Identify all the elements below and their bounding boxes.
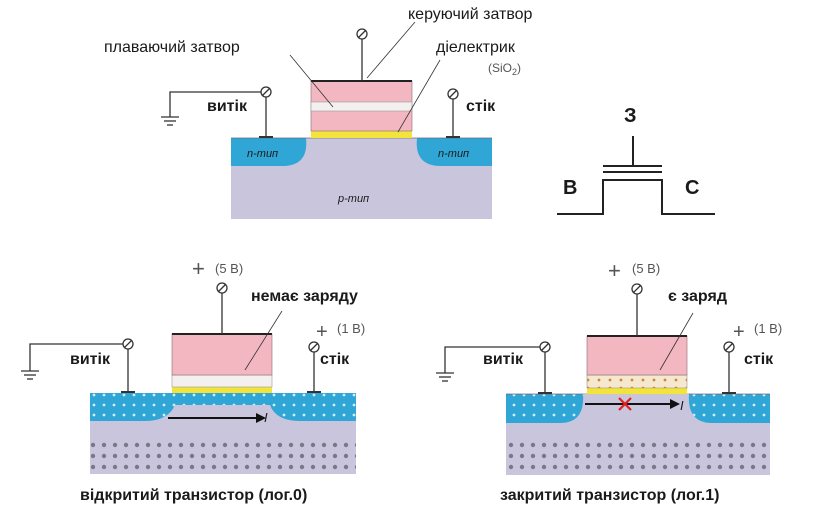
label-control-gate: керуючий затвор xyxy=(408,6,533,23)
gate-voltage-left: (5 В) xyxy=(215,261,243,276)
symbol-source-label: В xyxy=(563,177,577,199)
gate-voltage-right: (5 В) xyxy=(632,261,660,276)
current-label-right: I xyxy=(680,398,684,413)
open-transistor: I + (5 В) витік + (1 В) стік немає заряд… xyxy=(20,256,365,504)
gate-stack-left xyxy=(171,333,273,376)
transistor-symbol: З В С xyxy=(557,105,715,215)
charge-label-right: є заряд xyxy=(668,288,727,305)
current-label-left: I xyxy=(264,410,268,425)
label-floating-gate: плаваючий затвор xyxy=(104,39,240,56)
ground-left-icon xyxy=(20,370,40,380)
ground-right-icon xyxy=(435,372,455,382)
floating-gate xyxy=(310,101,413,112)
dielectric-left xyxy=(172,387,272,393)
label-n-right: n-тип xyxy=(438,148,469,160)
drain-terminal-icon xyxy=(447,88,459,100)
drain-terminal-left-icon xyxy=(308,341,320,353)
ground-icon xyxy=(160,116,180,126)
dielectric-layer xyxy=(311,131,412,138)
drain-terminal-right-icon xyxy=(723,341,735,353)
label-source-left: витік xyxy=(70,351,111,368)
drain-voltage-right: (1 В) xyxy=(754,321,782,336)
gate-terminal-right-icon xyxy=(631,283,643,295)
drain-plus-right: + xyxy=(733,321,745,343)
label-drain-left: стік xyxy=(320,351,350,368)
n-region-right xyxy=(416,138,492,166)
caption-left: відкритий транзистор (лог.0) xyxy=(80,487,307,504)
symbol-gate-label: З xyxy=(624,105,637,127)
label-drain: стік xyxy=(466,98,496,115)
closed-transistor: I + (5 В) витік + (1 В) стік є заряд зак… xyxy=(435,258,782,504)
top-transistor: керуючий затвор плаваючий затвор діелект… xyxy=(104,6,533,219)
label-dielectric-formula: (SiO2) xyxy=(488,61,521,77)
label-dielectric: діелектрик xyxy=(436,39,516,56)
label-n-left: n-тип xyxy=(247,148,278,160)
drain-plus-left: + xyxy=(316,321,328,343)
gate-plus-left: + xyxy=(192,256,205,281)
caption-right: закритий транзистор (лог.1) xyxy=(500,487,719,504)
n-region-left xyxy=(231,138,307,166)
drain-voltage-left: (1 В) xyxy=(337,321,365,336)
label-p-substrate: p-тип xyxy=(337,193,369,205)
gate-plus-right: + xyxy=(608,258,621,283)
source-terminal-right-icon xyxy=(539,341,551,353)
label-source: витік xyxy=(207,98,248,115)
charge-label-left: немає заряду xyxy=(251,288,358,305)
symbol-drain-label: С xyxy=(685,177,699,199)
source-terminal-icon xyxy=(260,86,272,98)
gate-terminal-left-icon xyxy=(216,282,228,294)
label-source-right: витік xyxy=(483,351,524,368)
label-drain-right: стік xyxy=(744,351,774,368)
gate-terminal-icon xyxy=(356,28,368,40)
blocked-x-icon xyxy=(618,397,632,411)
source-terminal-left-icon xyxy=(122,338,134,350)
floating-gate-left xyxy=(171,374,273,388)
dielectric-right xyxy=(587,388,687,394)
gate-stack-right xyxy=(586,335,688,376)
